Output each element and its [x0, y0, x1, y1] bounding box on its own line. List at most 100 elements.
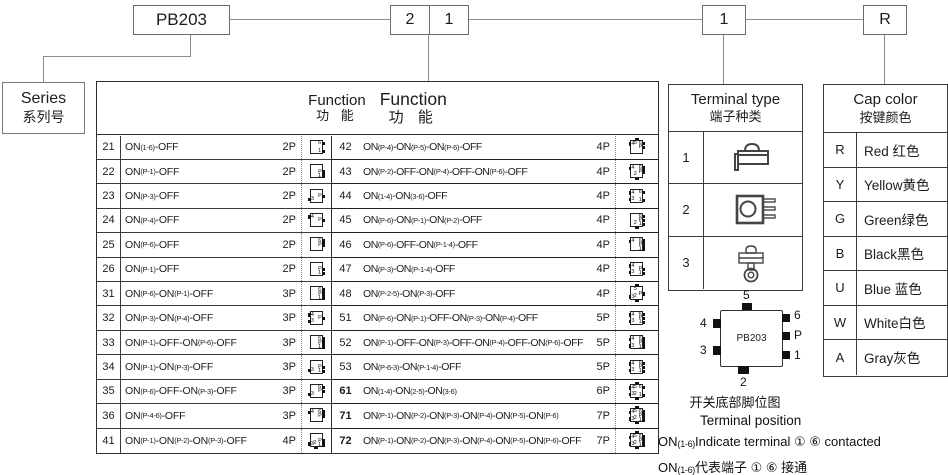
cap-color-name: Gray灰色 — [864, 351, 921, 367]
function-header-zh-1: 功 能 — [316, 108, 358, 124]
pin-3-nub — [713, 346, 721, 355]
pole-count: 7P — [596, 409, 610, 422]
cap-color-name: Black黑色 — [864, 247, 925, 263]
function-code: 44 — [339, 190, 352, 203]
cap-color-code: Y — [824, 167, 857, 201]
cap-color-row: B Black黑色 — [824, 236, 947, 271]
connector-line — [884, 33, 885, 84]
function-table: Function 功 能 Function 功 能 21 ON(1-6)-OFF… — [96, 81, 659, 454]
pin-label-4: 4 — [700, 316, 707, 330]
function-code: 46 — [339, 238, 352, 251]
pole-count: 2P — [282, 214, 296, 227]
cap-color-name: Green绿色 — [864, 212, 929, 228]
pcb-pin-switch-icon — [704, 132, 802, 183]
function-description: ON(P-6-3)-ON(P-1-4)-OFF — [363, 361, 461, 373]
cap-color-code: B — [824, 236, 857, 270]
connector-line — [43, 56, 191, 57]
cap-color-row: W White白色 — [824, 305, 947, 340]
function-description: ON(1-6)-OFF — [125, 141, 179, 154]
function-table-header: Function 功 能 Function 功 能 — [97, 82, 658, 135]
function-code: 43 — [339, 165, 352, 178]
function-header-zh-2: 功 能 — [388, 109, 438, 127]
pole-count: 3P — [282, 287, 296, 300]
function-description: ON(P-2)-OFF-ON(P-4)-OFF-ON(P-6)-OFF — [363, 165, 528, 178]
terminal-type-row: 1 — [669, 132, 802, 185]
cap-color-code: U — [824, 271, 857, 305]
function-header-en-2: Function — [379, 89, 447, 110]
connector-line — [190, 33, 191, 56]
connector-line — [428, 33, 429, 81]
function-code: 47 — [339, 263, 352, 276]
pole-count: 6P — [596, 385, 610, 398]
pole-count: 5P — [596, 336, 610, 349]
series-label-zh: 系列号 — [22, 109, 65, 126]
pole-count: 4P — [596, 141, 610, 154]
pole-count: 4P — [596, 190, 610, 203]
function-code: 61 — [339, 385, 352, 398]
terminal-type-header-en: Terminal type — [690, 90, 781, 108]
terminal-type-row: 3 — [669, 236, 802, 289]
pole-count: 3P — [282, 385, 296, 398]
series-code: PB203 — [155, 10, 208, 29]
pole-count: 7P — [596, 434, 610, 447]
function-code: 26 — [97, 257, 121, 282]
function-code: 35 — [97, 379, 121, 404]
function-description: ON(P-4)-ON(P-5)-ON(P-6)-OFF — [363, 141, 482, 154]
function-code: 25 — [97, 233, 121, 257]
function-code: 36 — [97, 404, 121, 428]
terminal-type-header-zh: 端子种类 — [709, 109, 762, 125]
function-code: 23 — [97, 184, 121, 208]
pin-6-nub — [782, 314, 790, 322]
function-description: ON(P-6)-OFF — [125, 238, 180, 251]
pole-count: 4P — [596, 165, 610, 178]
pole-count: 2P — [282, 190, 296, 203]
cap-color-name: Blue 蓝色 — [864, 281, 922, 297]
connector-line — [43, 56, 44, 82]
function-description: ON(P-1)-ON(P-2)-ON(P-3)-OFF — [125, 434, 247, 447]
pole-count: 2P — [282, 238, 296, 251]
pole-count: 3P — [282, 361, 296, 373]
cap-color-header: Cap color 按键颜色 — [824, 85, 947, 133]
function-code: 22 — [97, 159, 121, 184]
pin-icon-body — [630, 188, 643, 203]
pin-label-P: P — [794, 328, 803, 342]
function-code: 24 — [97, 208, 121, 233]
pole-count: 4P — [596, 287, 610, 300]
cap-color-header-zh: 按键颜色 — [859, 109, 912, 125]
pin-label-6: 6 — [794, 308, 801, 322]
cap-color-row: Y Yellow黄色 — [824, 167, 947, 202]
cap-code-box: R — [863, 5, 907, 35]
